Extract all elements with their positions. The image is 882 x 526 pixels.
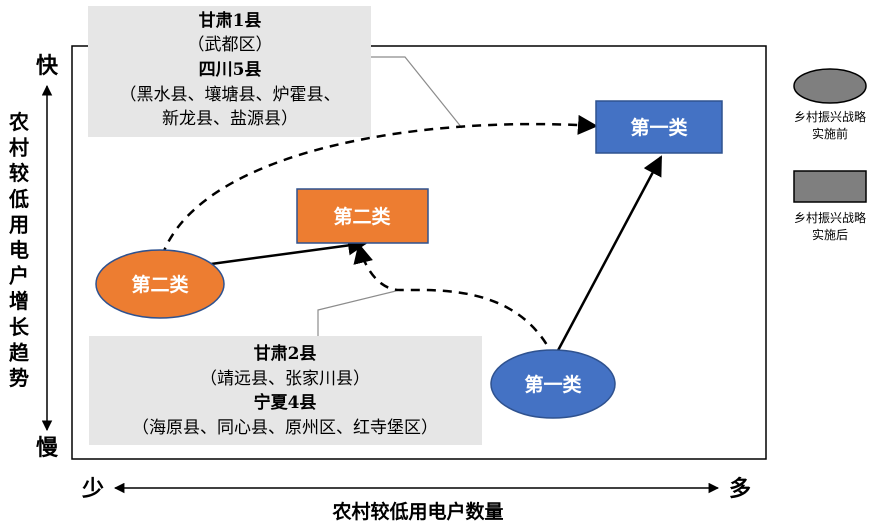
class2-after-label: 第二类 [333, 205, 390, 228]
bottom-callout-line: （海原县、同心县、原州区、红寺堡区） [132, 418, 438, 438]
y-axis-top-label: 快 [36, 54, 59, 79]
x-axis-title: 农村较低用电户数量 [331, 500, 503, 523]
dashed-arrow-top [160, 114, 598, 257]
y-axis-title-char: 村 [9, 136, 29, 160]
top-callout-text: 甘肃1县 （武都区） 四川5县 （黑水县、壤塘县、炉霍县、新龙县、盐源县） [120, 10, 341, 129]
top-callout-line: （黑水县、壤塘县、炉霍县、 [120, 84, 341, 105]
top-callout-box [88, 6, 371, 137]
y-axis-title-char: 低 [8, 187, 29, 211]
top-callout-line: 甘肃1县 [199, 10, 262, 31]
class2-before-ellipse [95, 249, 225, 319]
class1-after-label: 第一类 [630, 116, 687, 139]
y-axis-bottom-label: 慢 [36, 435, 59, 461]
bottom-callout-leader [317, 289, 401, 336]
bottom-callout-box [89, 336, 482, 445]
class1-after-rect [595, 100, 723, 154]
top-callout-line: （武都区） [188, 35, 273, 55]
y-axis-title-char: 农 [8, 110, 29, 134]
solid-arrow-class1 [552, 155, 663, 359]
legend-before-line: 实施前 [812, 126, 848, 141]
class2-after-rect [296, 188, 429, 244]
legend-after-line: 乡村振兴战略 [794, 210, 866, 225]
y-axis-title-char: 增 [9, 289, 29, 313]
top-callout-line: 新龙县、盐源县） [162, 109, 298, 129]
bottom-callout-text: 甘肃2县 （靖远县、张家川县） 宁夏4县 （海原县、同心县、原州区、红寺堡区） [132, 343, 438, 438]
dashed-arrow-bottom [353, 243, 556, 359]
legend-after-line: 实施后 [812, 227, 848, 242]
bottom-callout-line: （靖远县、张家川县） [200, 369, 370, 389]
bottom-callout-line: 宁夏4县 [254, 392, 317, 413]
legend-before-swatch [793, 68, 867, 104]
x-axis-right-label: 多 [729, 476, 751, 502]
class2-before-label: 第二类 [131, 273, 188, 296]
y-axis-title-char: 势 [9, 366, 29, 390]
y-axis-title-char: 长 [9, 315, 30, 339]
solid-arrow-class2 [210, 235, 368, 266]
y-axis-title-char: 较 [9, 161, 29, 185]
legend-after-swatch [793, 170, 867, 203]
y-axis-title-char: 电 [9, 238, 29, 262]
plot-frame [71, 45, 767, 460]
y-axis-title-char: 户 [9, 264, 29, 288]
y-axis-title-char: 趋 [9, 340, 30, 364]
class1-before-ellipse [490, 349, 616, 419]
top-callout-leader [371, 56, 463, 129]
bottom-callout-line: 甘肃2县 [254, 343, 317, 364]
legend-before-line: 乡村振兴战略 [794, 109, 866, 124]
y-axis-title-char: 用 [9, 212, 29, 236]
x-axis-left-label: 少 [81, 477, 104, 502]
class1-before-label: 第一类 [524, 373, 581, 396]
top-callout-line: 四川5县 [199, 60, 262, 80]
